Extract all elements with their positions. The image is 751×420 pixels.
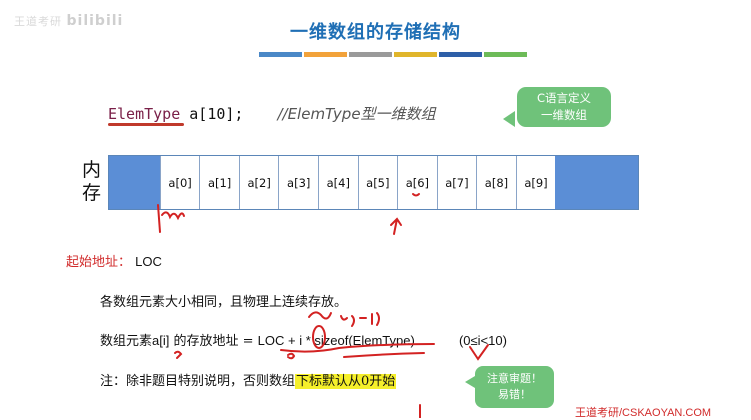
array-cell: a[8] [476,156,516,209]
start-address-colon: ： [118,255,132,270]
array-cell: a[3] [278,156,318,209]
title-color-bars [259,52,527,57]
array-cell: a[5] [357,156,398,209]
bilibili-logo: bilibili [66,13,124,29]
bubble-line: C语言定义 [536,91,592,105]
ink-mark [287,352,296,360]
color-bar [304,52,347,57]
code-comment: //ElemType型一维数组 [277,105,436,123]
text-line-2: 数组元素a[i] 的存放地址 = LOC + i * sizeof(ElemTy… [100,330,507,349]
memory-strip: a[0] a[1] a[2] a[3] a[4] a[5] a[6] a[7] … [108,155,639,210]
color-bar [439,52,482,57]
watermark: 王道考研 bilibili [14,13,123,29]
ink-mark [308,311,332,320]
array-cell: a[2] [238,156,279,209]
color-bar [259,52,302,57]
array-cell: a[9] [515,156,556,209]
array-cell: a[1] [199,156,239,209]
ink-underline [343,352,425,358]
tip-line: 注意审题！ [487,372,542,385]
text-line-1: 各数组元素大小相同，且物理上连续存放。 [100,295,348,310]
c-definition-bubble: C语言定义 一维数组 [503,87,611,127]
line2-mid: 的存放地址 = [169,334,258,349]
slide-title: 一维数组的存储结构 [290,22,461,43]
memory-other-right [555,156,638,209]
tip-line: 易错！ [498,388,531,401]
type-underline [108,123,184,126]
memory-label-line: 内 [82,159,102,181]
array-cell: a[6] [397,156,437,209]
address-formula: LOC + i * sizeof(ElemType) [257,333,415,348]
memory-other-left [109,156,160,209]
warning-bubble: 注意审题！ 易错！ [465,366,554,408]
text-line-3: 注：除非题目特别说明，否则数组下标默认从0开始 [100,370,397,389]
line3-prefix: 注：除非题目特别说明，否则数组 [100,374,296,389]
array-cell: a[7] [436,156,477,209]
color-bar [484,52,527,57]
ink-mark [174,350,183,359]
memory-label-line: 存 [82,182,102,204]
start-address: 起始地址： LOC [66,251,162,270]
watermark-text: 王道考研 [14,15,62,28]
code-type: ElemType [108,105,181,123]
code-line: ElemType a[10]; //ElemType型一维数组 [108,103,436,124]
start-address-label: 起始地址 [66,255,119,270]
color-bar [394,52,437,57]
ink-arrow [390,217,402,235]
start-address-value: LOC [135,254,162,269]
highlighted-note: 下标默认从0开始 [295,374,397,389]
line2-prefix: 数组元素 [100,334,153,349]
color-bar [349,52,392,57]
bubble-line: 一维数组 [541,108,587,122]
memory-label: 内 存 [82,159,101,205]
line2-element: a[i] [152,333,170,348]
ink-mark [340,312,380,327]
code-var: a[10]; [180,105,244,123]
brand-text: 王道考研/CSKAOYAN.COM [575,407,712,419]
array-cell: a[0] [159,156,200,209]
array-cell: a[4] [318,156,358,209]
index-range: (0≤i<10) [458,333,507,348]
ink-mark [161,211,185,221]
